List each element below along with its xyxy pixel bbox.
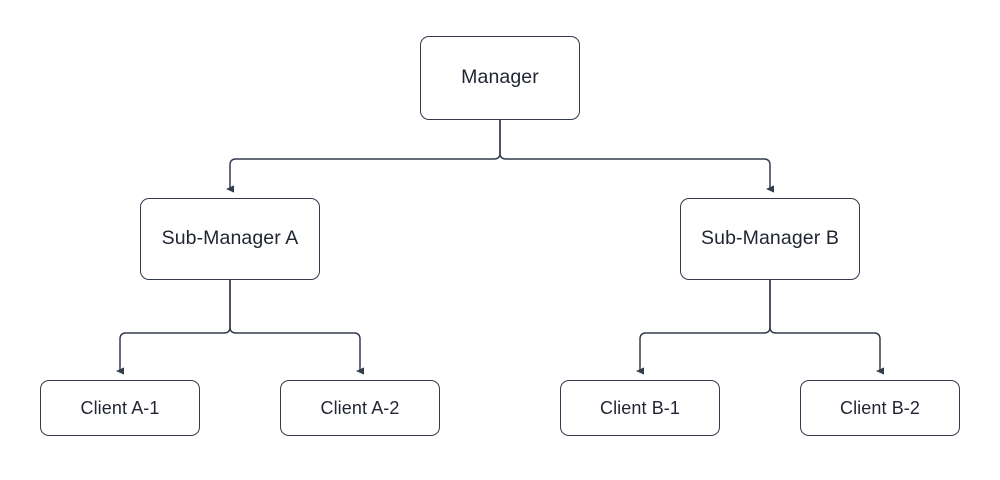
node-sub-manager-b-label: Sub-Manager B xyxy=(701,227,839,250)
node-sub-manager-a-label: Sub-Manager A xyxy=(161,227,299,250)
edge-manager-to-sub-manager-a xyxy=(226,120,501,193)
node-sub-manager-b[interactable]: Sub-Manager B xyxy=(680,198,860,280)
node-client-a2-label: Client A-2 xyxy=(320,398,400,418)
node-client-b1[interactable]: Client B-1 xyxy=(560,380,720,436)
node-client-a2[interactable]: Client A-2 xyxy=(280,380,440,436)
node-client-a1[interactable]: Client A-1 xyxy=(40,380,200,436)
edge-sub-manager-b-to-client-b2 xyxy=(769,280,885,375)
node-client-b2[interactable]: Client B-2 xyxy=(800,380,960,436)
node-client-a1-label: Client A-1 xyxy=(80,398,160,418)
edge-sub-manager-a-to-client-a1 xyxy=(116,280,231,375)
edge-sub-manager-b-to-client-b1 xyxy=(636,280,771,375)
node-client-b2-label: Client B-2 xyxy=(839,398,921,418)
edge-sub-manager-a-to-client-a2 xyxy=(229,280,365,375)
node-client-b1-label: Client B-1 xyxy=(599,398,681,418)
node-sub-manager-a[interactable]: Sub-Manager A xyxy=(140,198,320,280)
node-manager[interactable]: Manager xyxy=(420,36,580,120)
edge-manager-to-sub-manager-b xyxy=(499,120,775,193)
node-manager-label: Manager xyxy=(461,66,539,89)
